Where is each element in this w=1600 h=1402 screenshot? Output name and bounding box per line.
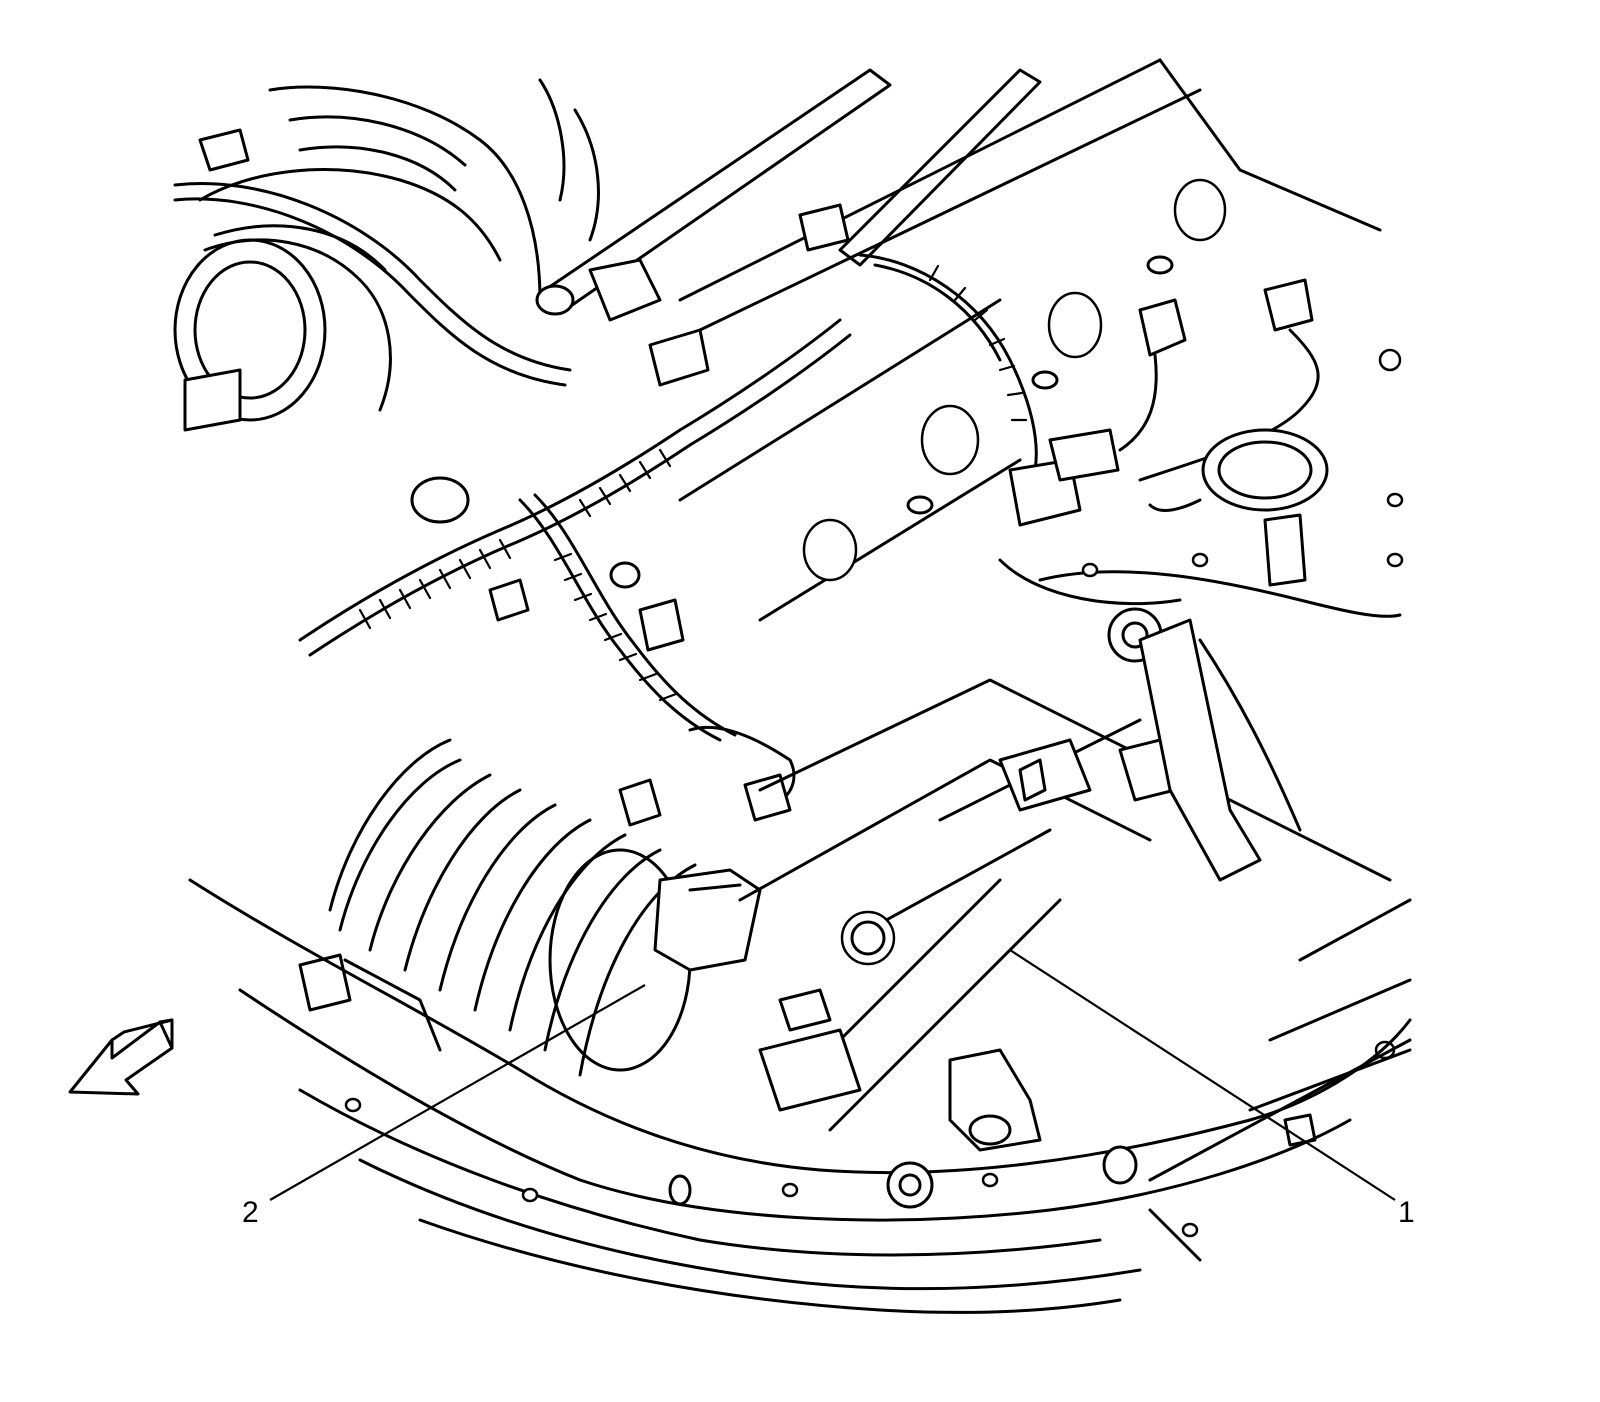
callout-2-leader	[269, 984, 646, 1201]
intake-duct-bellows	[298, 738, 762, 1077]
wiring-harness	[198, 128, 1163, 827]
engine-block-outline	[173, 58, 1404, 622]
air-cleaner-housing	[738, 618, 1412, 1152]
radiator-support	[188, 878, 1412, 1314]
callout-1-leader	[1009, 949, 1396, 1201]
callout-2-label: 2	[242, 1196, 259, 1229]
front-direction-arrow-icon	[68, 1018, 174, 1096]
callout-1-label: 1	[1398, 1196, 1415, 1229]
